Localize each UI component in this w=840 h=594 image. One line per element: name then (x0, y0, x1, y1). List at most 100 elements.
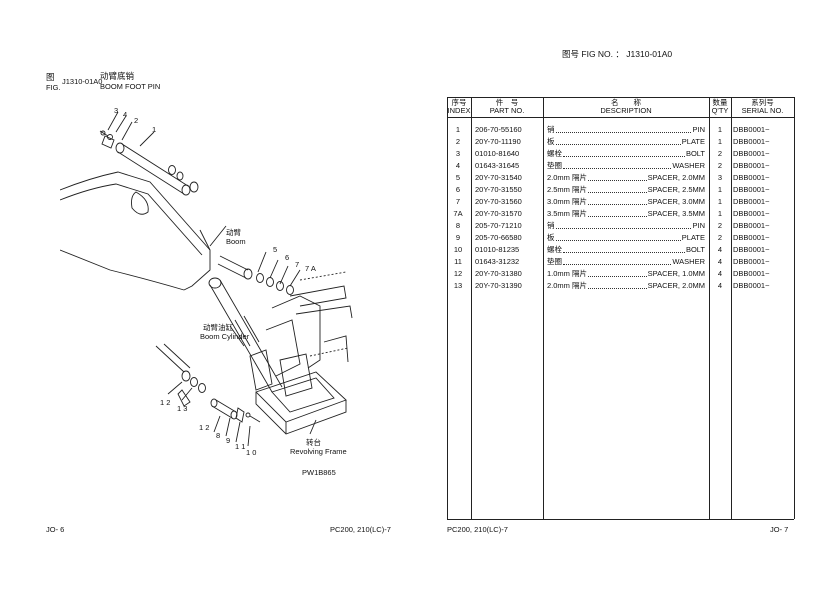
row-quantity: 2 (717, 161, 723, 170)
row-description-zh: 螺栓 (547, 149, 562, 158)
callout-11: 1 1 (235, 442, 246, 451)
row-quantity: 4 (717, 245, 723, 254)
parts-table: 序号 INDEX 件 号 PART NO. 名 称 DESCRIPTION 数量… (447, 97, 795, 520)
row-description-zh: 螺栓 (547, 245, 562, 254)
table-right-border (794, 97, 795, 519)
callout-12-upper: 1 2 (160, 398, 171, 407)
fig-label-en: FIG. (46, 83, 61, 92)
row-index: 7 (455, 197, 461, 206)
row-description-zh: 垫圈 (547, 257, 562, 266)
row-description-zh: 2.5mm 隔片 (547, 185, 588, 194)
row-part-number: 01643-31232 (475, 257, 520, 266)
row-quantity: 1 (717, 197, 723, 206)
callout-8: 8 (216, 431, 221, 440)
row-serial-number: DBB0001~ (733, 161, 770, 170)
row-description: 1.0mm 隔片 SPACER, 1.0MM (547, 268, 705, 280)
table-left-border (447, 97, 448, 519)
exploded-parts-drawing (60, 111, 353, 447)
row-part-number: 206-70-55160 (475, 125, 522, 134)
row-part-number: 20Y-70-31570 (475, 209, 522, 218)
row-quantity: 3 (717, 173, 723, 182)
row-quantity: 1 (717, 137, 723, 146)
boom-cylinder-label-en: Boom Cylinder (200, 332, 250, 341)
row-description-en: BOLT (685, 245, 705, 254)
fig-header-number: J1310-01A0 (626, 49, 673, 59)
fig-number: J1310-01A0 (62, 77, 103, 86)
row-index: 13 (453, 281, 463, 290)
row-serial-number: DBB0001~ (733, 149, 770, 158)
row-quantity: 1 (717, 125, 723, 134)
row-quantity: 2 (717, 149, 723, 158)
row-description: 2.5mm 隔片 SPACER, 2.5MM (547, 184, 705, 196)
row-quantity: 4 (717, 269, 723, 278)
dot-leader (588, 184, 647, 193)
row-serial-number: DBB0001~ (733, 257, 770, 266)
callout-9: 9 (226, 436, 231, 445)
row-description-en: PLATE (681, 137, 705, 146)
row-index: 4 (455, 161, 461, 170)
row-index: 2 (455, 137, 461, 146)
row-description-en: SPACER, 3.0MM (647, 197, 705, 206)
row-description: 板 PLATE (547, 232, 705, 244)
dot-leader (555, 124, 692, 133)
row-part-number: 20Y-70-31380 (475, 269, 522, 278)
row-description-en: SPACER, 1.0MM (647, 269, 705, 278)
dot-leader (588, 280, 647, 289)
dot-leader (588, 208, 647, 217)
boom-label-zh: 动臂 (226, 228, 241, 237)
row-description-zh: 1.0mm 隔片 (547, 269, 588, 278)
figure-title-zh: 动臂底销 (100, 71, 135, 81)
dot-leader (563, 160, 672, 169)
column-divider-3 (709, 97, 710, 519)
row-serial-number: DBB0001~ (733, 137, 770, 146)
row-description-en: BOLT (685, 149, 705, 158)
row-part-number: 20Y-70-31550 (475, 185, 522, 194)
header-part-no: 件 号 PART NO. (489, 98, 525, 115)
row-index: 11 (454, 257, 462, 266)
row-serial-number: DBB0001~ (733, 185, 770, 194)
row-description-en: SPACER, 2.0MM (647, 281, 705, 290)
callout-7: 7 (295, 260, 300, 269)
row-part-number: 01010-81640 (475, 149, 520, 158)
row-description-zh: 板 (547, 233, 555, 242)
row-description-zh: 2.0mm 隔片 (547, 281, 588, 290)
dot-leader (555, 232, 681, 241)
callout-6: 6 (285, 253, 290, 262)
row-description-en: SPACER, 2.5MM (647, 185, 705, 194)
row-description-en: PLATE (681, 233, 705, 242)
column-divider-1 (471, 97, 472, 519)
dot-leader (563, 256, 672, 265)
row-description: 螺栓 BOLT (547, 244, 705, 256)
row-quantity: 1 (717, 209, 723, 218)
left-page-model: PC200, 210(LC)-7 (330, 525, 391, 534)
fig-label-zh: 图 (46, 72, 55, 82)
callout-12-lower: 1 2 (199, 423, 210, 432)
row-quantity: 4 (717, 281, 723, 290)
row-index: 1 (455, 125, 461, 134)
dot-leader (563, 148, 685, 157)
callout-13: 1 3 (177, 404, 188, 413)
figure-title-en: BOOM FOOT PIN (100, 82, 161, 91)
fig-header: 图号 FIG NO. ： J1310-01A0 (562, 50, 672, 59)
row-serial-number: DBB0001~ (733, 125, 770, 134)
right-page-model: PC200, 210(LC)-7 (447, 525, 508, 534)
row-description: 2.0mm 隔片 SPACER, 2.0MM (547, 280, 705, 292)
row-part-number: 20Y-70-31390 (475, 281, 522, 290)
row-serial-number: DBB0001~ (733, 269, 770, 278)
header-description: 名 称 DESCRIPTION (600, 98, 652, 115)
right-page-number: JO- 7 (770, 525, 789, 534)
fig-header-zh: 图号 (562, 49, 580, 59)
fig-header-en: FIG NO. (581, 49, 614, 59)
left-page-number: JO- 6 (46, 525, 65, 534)
